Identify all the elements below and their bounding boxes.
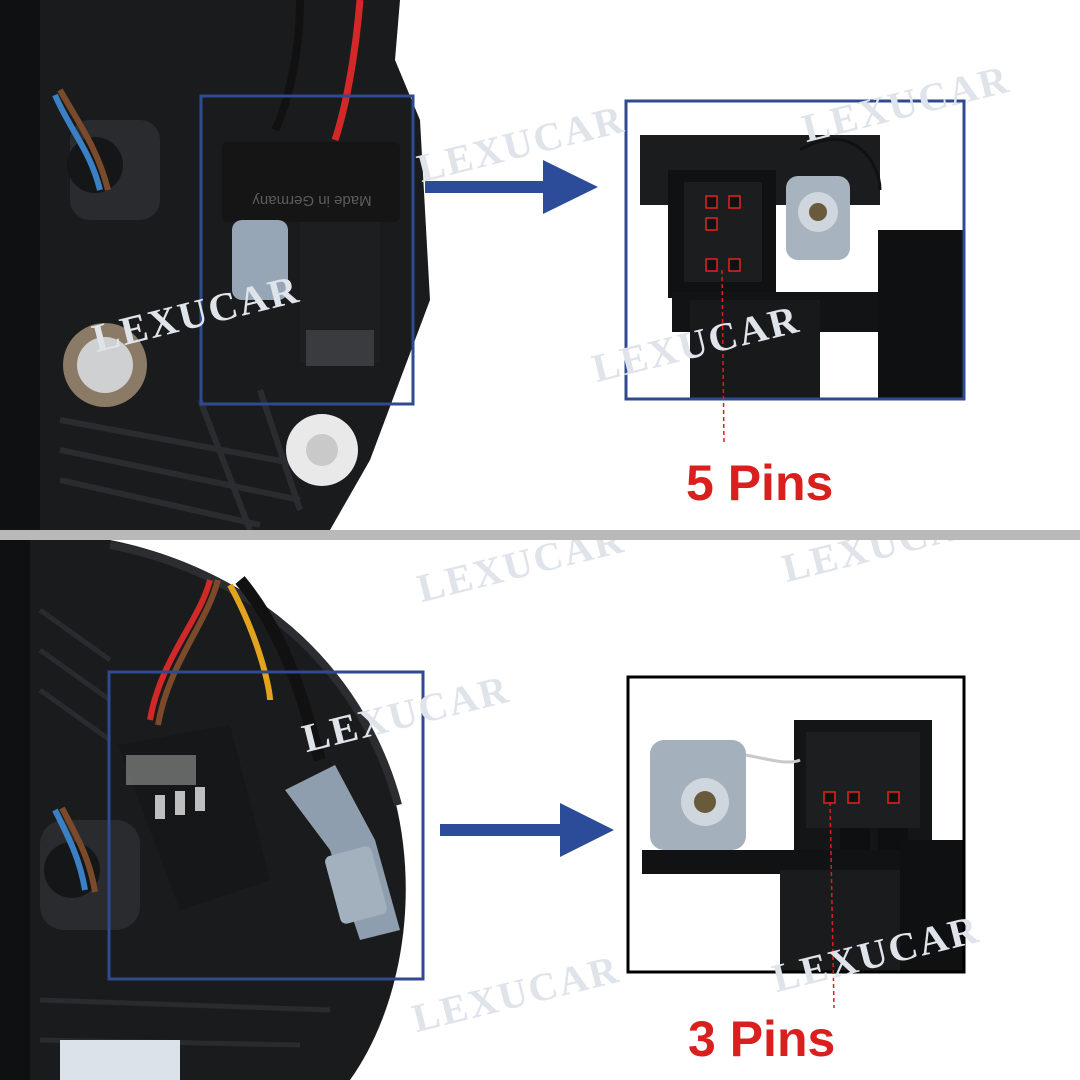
leader-line <box>829 801 835 1009</box>
pin-count-label: 5 Pins <box>686 455 834 511</box>
arrow-head <box>543 160 598 214</box>
pin-markers <box>705 195 741 272</box>
connector-label <box>126 755 196 785</box>
bottom-scene <box>0 540 966 1080</box>
housing-edge <box>0 540 30 1080</box>
divider <box>0 530 1080 540</box>
zoom-inset-content <box>642 720 964 972</box>
bolt-head <box>77 337 133 393</box>
arrow-head <box>560 803 614 857</box>
coax-plug-end <box>325 846 387 924</box>
zoom-inset-frame <box>624 99 966 401</box>
pin-marker <box>728 195 741 209</box>
wire-black <box>271 0 304 132</box>
wire-blue <box>52 808 88 891</box>
housing-ribs <box>59 389 331 530</box>
connector-pins <box>155 787 205 819</box>
connector-text: Made in Germany <box>252 192 372 209</box>
grommet-hole <box>306 434 338 466</box>
pin-marker <box>705 217 718 231</box>
pin-marker <box>705 195 718 209</box>
wire-blue <box>52 93 103 191</box>
wire-brown <box>57 88 111 191</box>
clip-ring <box>67 137 123 193</box>
top-scene: Made in Germany <box>0 0 966 530</box>
pin-marker <box>847 791 860 804</box>
wire-black <box>235 576 326 762</box>
housing-ring <box>109 541 402 807</box>
wire-red <box>147 579 213 721</box>
pin-marker <box>887 791 900 804</box>
pin-marker <box>728 258 741 272</box>
wire-brown <box>59 806 98 893</box>
arrow-shaft <box>440 824 565 836</box>
wire-brown <box>155 579 221 726</box>
pin-count-label: 3 Pins <box>688 1011 836 1067</box>
coax-plug <box>232 220 288 300</box>
connector-body <box>222 142 400 222</box>
leader-line <box>721 269 725 446</box>
wire-yellow <box>227 583 273 701</box>
top-panel: Made in Germany <box>0 0 1080 530</box>
highlight-frame <box>199 94 415 406</box>
wire-red <box>331 0 364 142</box>
highlight-frame <box>107 670 425 981</box>
arrow-shaft <box>425 181 545 193</box>
zoom-inset-content <box>640 135 964 400</box>
pin-marker <box>705 258 718 272</box>
pin-marker <box>823 791 836 804</box>
housing-edge <box>0 0 40 530</box>
zoom-inset-frame <box>626 675 966 974</box>
bottom-panel: LEXUCAR LEXUCAR LEXUCAR LEXUCAR LEXUCAR … <box>0 540 1080 1080</box>
accessory <box>60 1040 180 1080</box>
black-plug-end <box>306 330 374 366</box>
